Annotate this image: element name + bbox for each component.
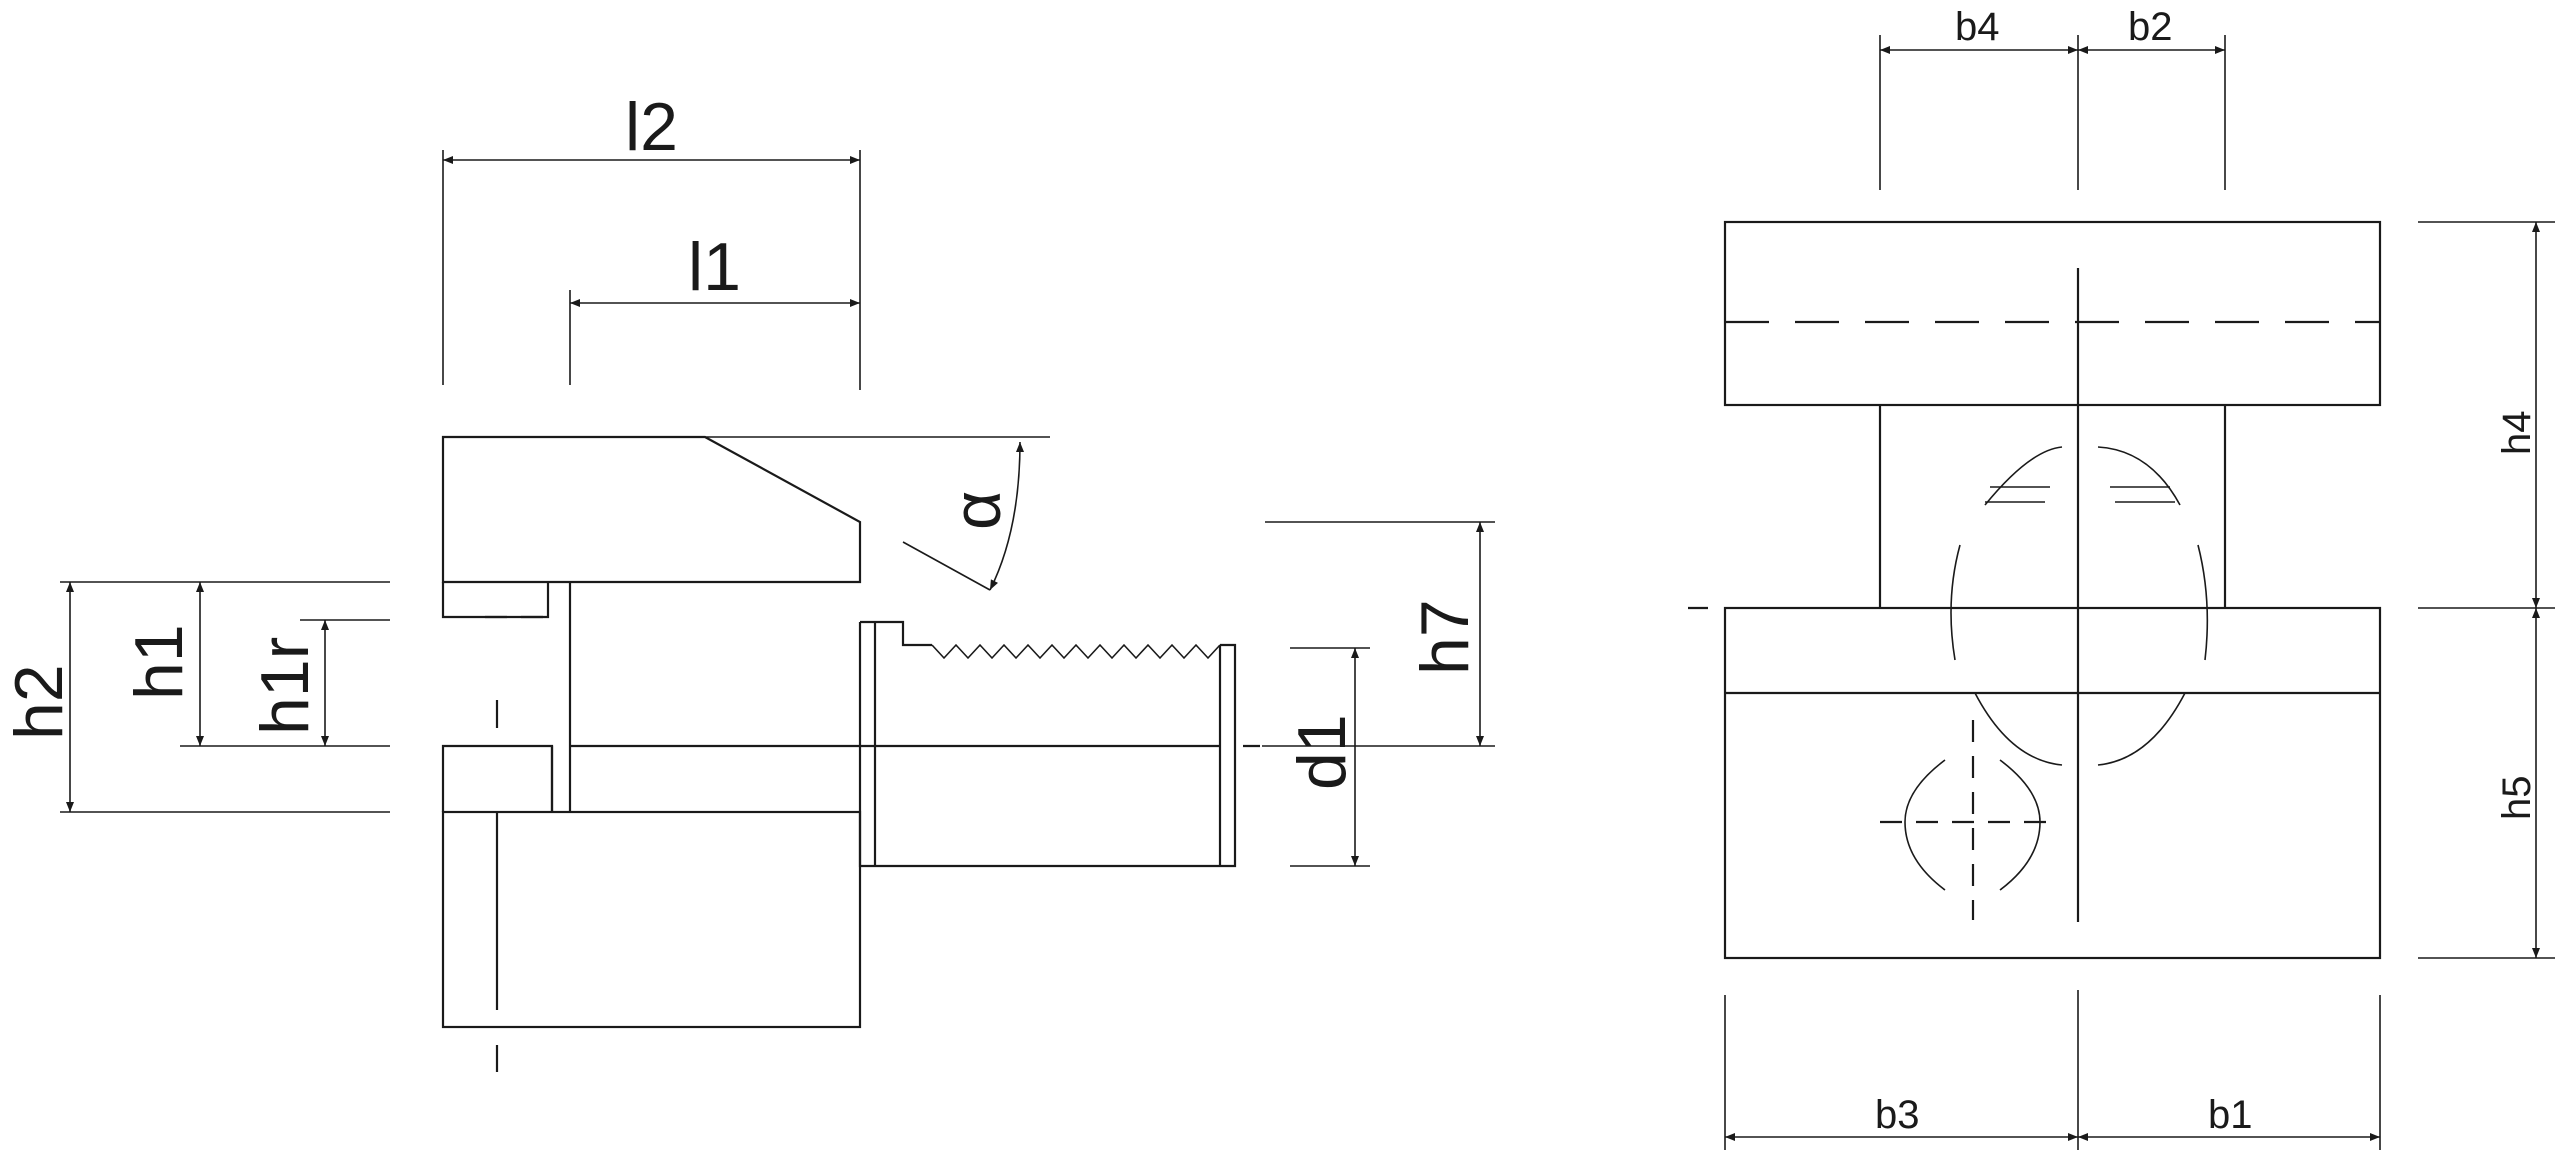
front-view: b4 b2 h4 h5 b3 b1 [1688,5,2555,1150]
dim-label-h5: h5 [2495,776,2539,821]
dim-label-b3: b3 [1875,1093,1920,1137]
dim-label-b1: b1 [2208,1093,2253,1137]
dim-label-l1: l1 [688,229,741,305]
dim-label-alpha: α [939,491,1015,530]
dim-label-h2: h2 [1,664,77,740]
dim-label-h1r: h1r [247,637,323,735]
dim-label-b4: b4 [1955,5,2000,49]
dim-label-b2: b2 [2128,5,2173,49]
dim-label-h7: h7 [1407,599,1483,675]
dim-label-d1: d1 [1284,714,1360,790]
dim-label-h4: h4 [2495,411,2539,456]
side-view: l2 l1 α h2 h1 h1r h7 d1 [1,89,1495,1072]
dim-label-h1: h1 [121,624,197,700]
dim-label-l2: l2 [625,89,678,165]
